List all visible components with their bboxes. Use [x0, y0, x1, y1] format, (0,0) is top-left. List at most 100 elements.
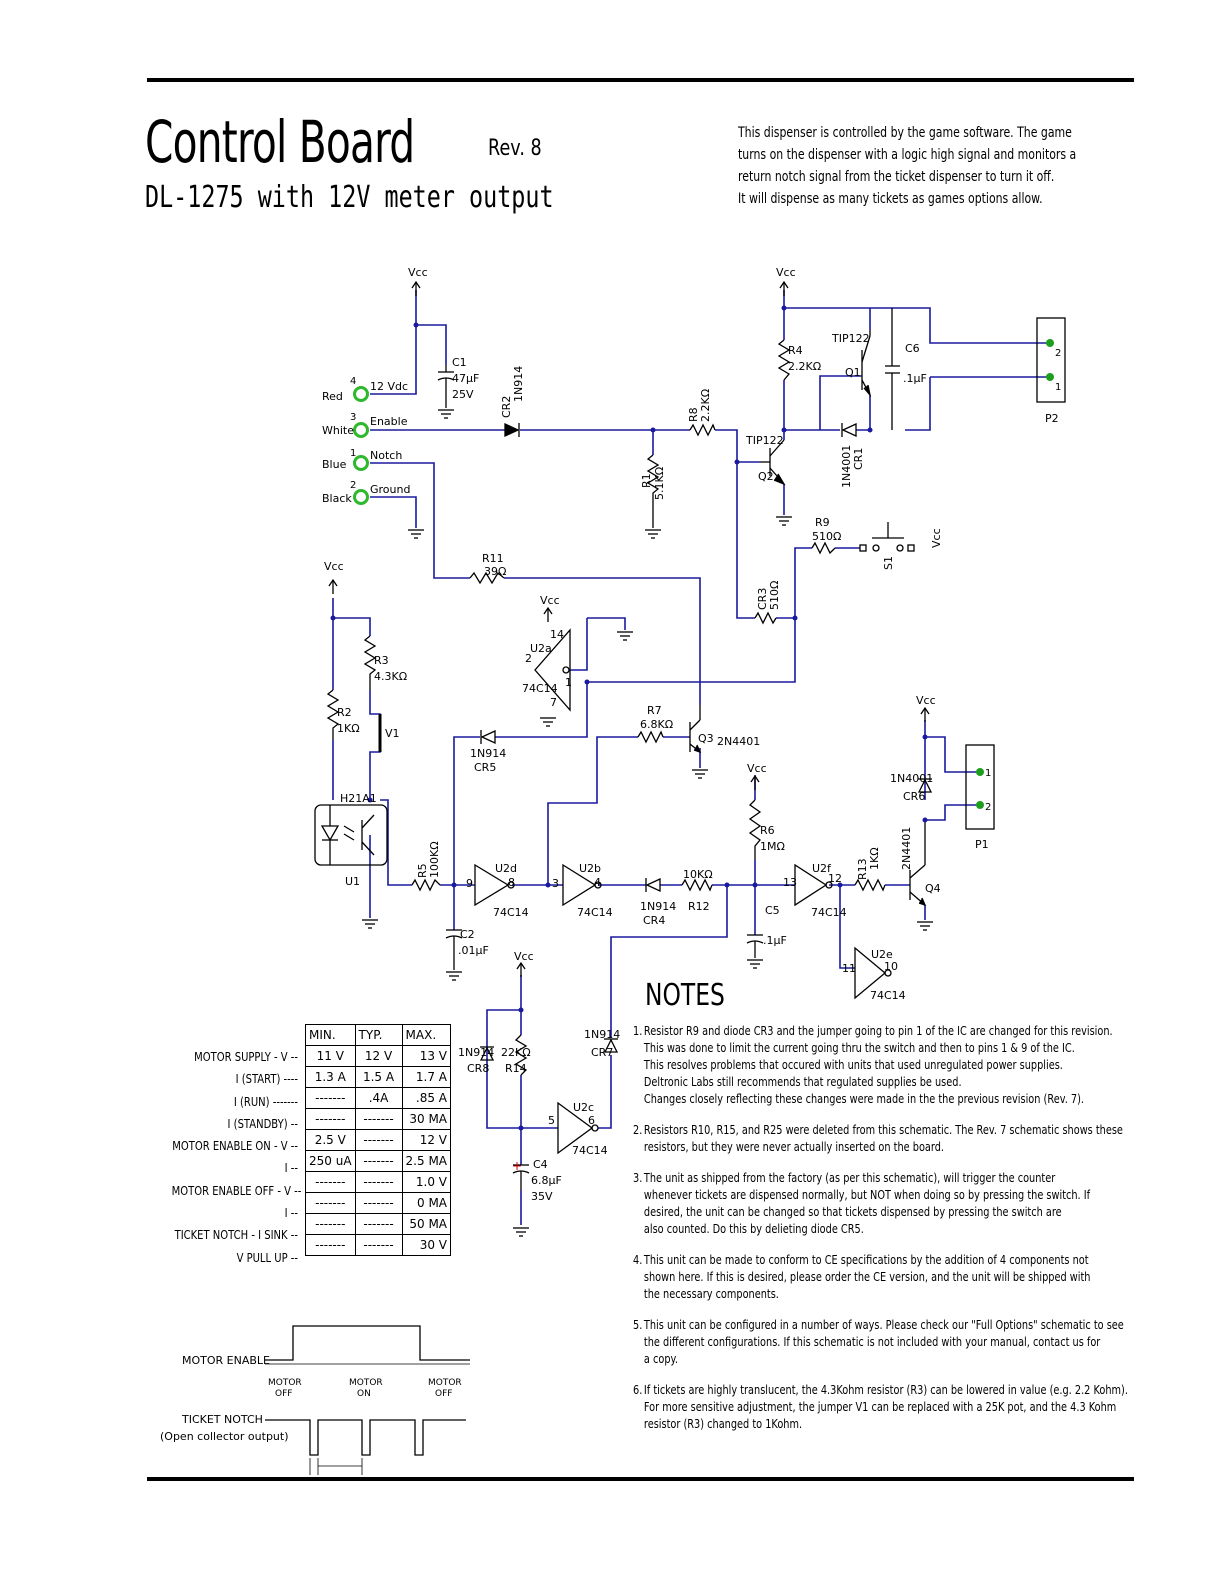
svg-text:R2: R2 — [337, 706, 352, 719]
svg-text:Blue: Blue — [322, 458, 347, 471]
table-cell: 30 V — [401, 1234, 452, 1256]
svg-text:CR4: CR4 — [643, 914, 665, 927]
svg-text:1KΩ: 1KΩ — [868, 847, 881, 870]
svg-text:CR8: CR8 — [467, 1062, 489, 1075]
svg-text:.1µF: .1µF — [763, 934, 787, 947]
svg-text:9: 9 — [466, 877, 473, 890]
svg-text:2: 2 — [350, 480, 356, 491]
table-row: --------------1.0 V — [305, 1171, 452, 1193]
svg-text:U2e: U2e — [871, 948, 893, 961]
table-row: --------------0 MA — [305, 1192, 452, 1214]
revision-label: Rev. 8 — [488, 136, 542, 161]
switch-s1 — [859, 522, 915, 552]
svg-text:C5: C5 — [765, 904, 780, 917]
bottom-rule — [147, 1477, 1134, 1481]
notes-list: 1. Resistor R9 and diode CR3 and the jum… — [633, 1022, 1132, 1446]
svg-text:2: 2 — [985, 802, 991, 813]
transistor-q4 — [909, 820, 927, 907]
svg-text:1: 1 — [1055, 382, 1061, 393]
svg-text:R4: R4 — [788, 344, 803, 357]
svg-text:1N914: 1N914 — [584, 1028, 620, 1041]
svg-text:6.8KΩ: 6.8KΩ — [640, 718, 673, 731]
svg-text:R3: R3 — [374, 654, 389, 667]
table-cell: ------- — [354, 1108, 403, 1130]
svg-text:Vcc: Vcc — [747, 762, 767, 775]
input-terminals: Red White Blue Black 4 3 1 2 12 Vdc Enab… — [322, 376, 410, 505]
table-row: --------------30 MA — [305, 1108, 452, 1130]
top-rule — [147, 78, 1134, 82]
note-number: 2. — [633, 1122, 643, 1137]
spec-row-labels: MOTOR SUPPLY - V -- I (START) ---- I (RU… — [140, 1046, 302, 1269]
table-cell: ------- — [354, 1234, 403, 1256]
svg-text:Notch: Notch — [370, 449, 402, 462]
note-line: a copy. — [643, 1351, 678, 1366]
svg-text:TICKET NOTCH: TICKET NOTCH — [181, 1413, 263, 1426]
svg-text:P2: P2 — [1045, 412, 1059, 425]
svg-text:5: 5 — [548, 1114, 555, 1127]
svg-text:P1: P1 — [975, 838, 989, 851]
resistor-r12 — [681, 878, 713, 892]
transistor-q2 — [760, 439, 786, 486]
table-header-row: MIN. TYP. MAX. — [305, 1024, 452, 1046]
note-line: also counted. Do this by delieting diode… — [643, 1221, 864, 1236]
resistor-r3 — [363, 635, 377, 690]
optocoupler-u1 — [314, 804, 388, 866]
svg-text:2N4401: 2N4401 — [900, 827, 913, 870]
note-line: resistors, but they were never actually … — [643, 1139, 945, 1154]
svg-text:(Open collector output): (Open collector output) — [160, 1430, 289, 1443]
note-line: For more sensitive adjustment, the jumpe… — [643, 1399, 1117, 1414]
table-cell: ------- — [305, 1171, 356, 1193]
svg-text:Vcc: Vcc — [408, 266, 428, 279]
svg-text:1N914: 1N914 — [458, 1046, 494, 1059]
intro-line: return notch signal from the ticket disp… — [738, 169, 1055, 185]
svg-text:12 Vdc: 12 Vdc — [370, 380, 408, 393]
svg-text:74C14: 74C14 — [870, 989, 906, 1002]
svg-text:1: 1 — [565, 676, 572, 689]
capacitor-c2 — [445, 929, 463, 970]
table-cell: 12 V — [401, 1129, 452, 1151]
svg-text:CR6: CR6 — [903, 790, 925, 803]
svg-text:TIP122: TIP122 — [831, 332, 870, 345]
svg-text:MOTOR ENABLE: MOTOR ENABLE — [182, 1354, 270, 1367]
svg-text:1: 1 — [985, 768, 991, 779]
svg-text:Enable: Enable — [370, 415, 408, 428]
svg-text:510Ω: 510Ω — [768, 581, 781, 610]
svg-text:R1: R1 — [640, 473, 653, 488]
svg-text:510Ω: 510Ω — [812, 530, 841, 543]
table-row: --------------50 MA — [305, 1213, 452, 1235]
svg-text:CR1: CR1 — [852, 448, 865, 470]
svg-text:U2b: U2b — [579, 862, 601, 875]
svg-text:4.3KΩ: 4.3KΩ — [374, 670, 407, 683]
svg-text:2.2KΩ: 2.2KΩ — [788, 360, 821, 373]
transistor-q1 — [861, 330, 872, 398]
spec-row-label: MOTOR SUPPLY - V -- — [194, 1049, 298, 1064]
svg-text:Red: Red — [322, 390, 343, 403]
svg-text:25V: 25V — [452, 388, 474, 401]
note-line: The unit as shipped from the factory (as… — [643, 1170, 1056, 1185]
svg-text:1N914: 1N914 — [512, 366, 525, 402]
svg-text:74C14: 74C14 — [577, 906, 613, 919]
inverter-u2e — [854, 946, 892, 1000]
svg-text:1N4001: 1N4001 — [890, 772, 933, 785]
vcc-symbols: Vcc Vcc Vcc Vcc Vcc Vcc Vcc Vcc — [324, 266, 943, 978]
table-cell: 30 MA — [401, 1108, 452, 1130]
svg-text:Vcc: Vcc — [514, 950, 534, 963]
spec-row-label: MOTOR ENABLE OFF - V -- — [171, 1182, 302, 1198]
inverter-u2b — [562, 863, 602, 907]
terminal-12vdc — [353, 386, 369, 402]
resistor-r11 — [469, 571, 505, 585]
resistor-r1 — [646, 454, 660, 528]
note-item: 2. Resistors R10, R15, and R25 were dele… — [633, 1121, 1132, 1155]
svg-text:Vcc: Vcc — [776, 266, 796, 279]
table-cell: ------- — [305, 1234, 356, 1256]
spec-row-label: TICKET NOTCH - I SINK -- — [174, 1227, 298, 1243]
svg-text:6.8µF: 6.8µF — [531, 1174, 562, 1187]
timing-diagram — [265, 1325, 470, 1475]
svg-text:47µF: 47µF — [452, 372, 479, 385]
note-line: Changes closely reflecting these changes… — [643, 1091, 1085, 1106]
diode-cr6 — [917, 778, 933, 793]
svg-text:Vcc: Vcc — [324, 560, 344, 573]
table-cell: 0 MA — [401, 1192, 452, 1214]
resistor-r2 — [326, 689, 340, 740]
svg-text:CR5: CR5 — [474, 761, 496, 774]
